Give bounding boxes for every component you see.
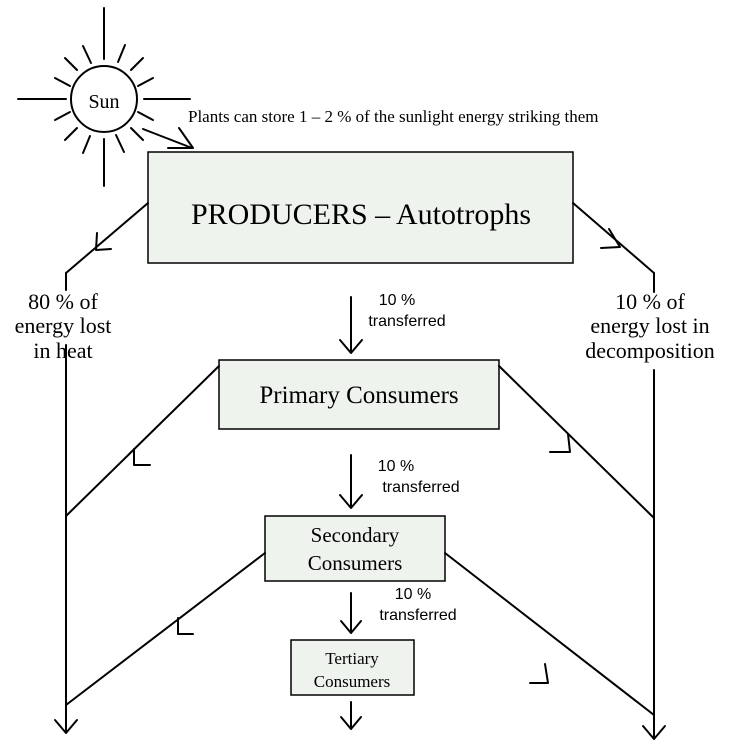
sunlight-note: Plants can store 1 – 2 % of the sunlight… (188, 107, 598, 126)
transfer-arrow-2 (339, 454, 363, 509)
transfer-arrow-3 (340, 592, 362, 634)
heat-loss-line2: energy lost (15, 313, 112, 338)
transfer-2-label: transferred (382, 479, 459, 496)
decomposition-loss-line2: energy lost in (590, 313, 709, 338)
transfer-2-percent: 10 % (378, 458, 414, 475)
primary-consumers-label: Primary Consumers (259, 382, 458, 409)
tertiary-output-arrow (340, 701, 362, 730)
decomposition-loss-line3: decomposition (585, 338, 715, 363)
primary-consumers-box: Primary Consumers (218, 359, 500, 430)
secondary-consumers-line2: Consumers (308, 551, 403, 575)
transfer-arrow-1 (339, 296, 363, 354)
sun-label: Sun (88, 91, 119, 113)
tertiary-consumers-line2: Consumers (314, 672, 391, 691)
tertiary-consumers-box: Tertiary Consumers (290, 639, 415, 696)
sunlight-arrow (142, 127, 194, 149)
decomposition-loss-line1: 10 % of (615, 289, 685, 314)
tertiary-consumers-line1: Tertiary (325, 649, 379, 668)
transfer-1-percent: 10 % (379, 292, 415, 309)
producers-box: PRODUCERS – Autotrophs (147, 151, 574, 264)
heat-loss-line3: in heat (33, 338, 92, 363)
sun-icon: Sun (17, 7, 191, 187)
heat-loss-line1: 80 % of (28, 289, 98, 314)
decomposition-loss-paths (444, 202, 666, 740)
producers-label: PRODUCERS – Autotrophs (191, 198, 531, 231)
secondary-consumers-box: Secondary Consumers (264, 515, 446, 582)
transfer-1-label: transferred (368, 313, 445, 330)
transfer-3-label: transferred (379, 607, 456, 624)
transfer-3-percent: 10 % (395, 586, 431, 603)
secondary-consumers-line1: Secondary (311, 523, 400, 547)
heat-loss-paths (54, 202, 266, 734)
sun-rays (17, 7, 191, 187)
